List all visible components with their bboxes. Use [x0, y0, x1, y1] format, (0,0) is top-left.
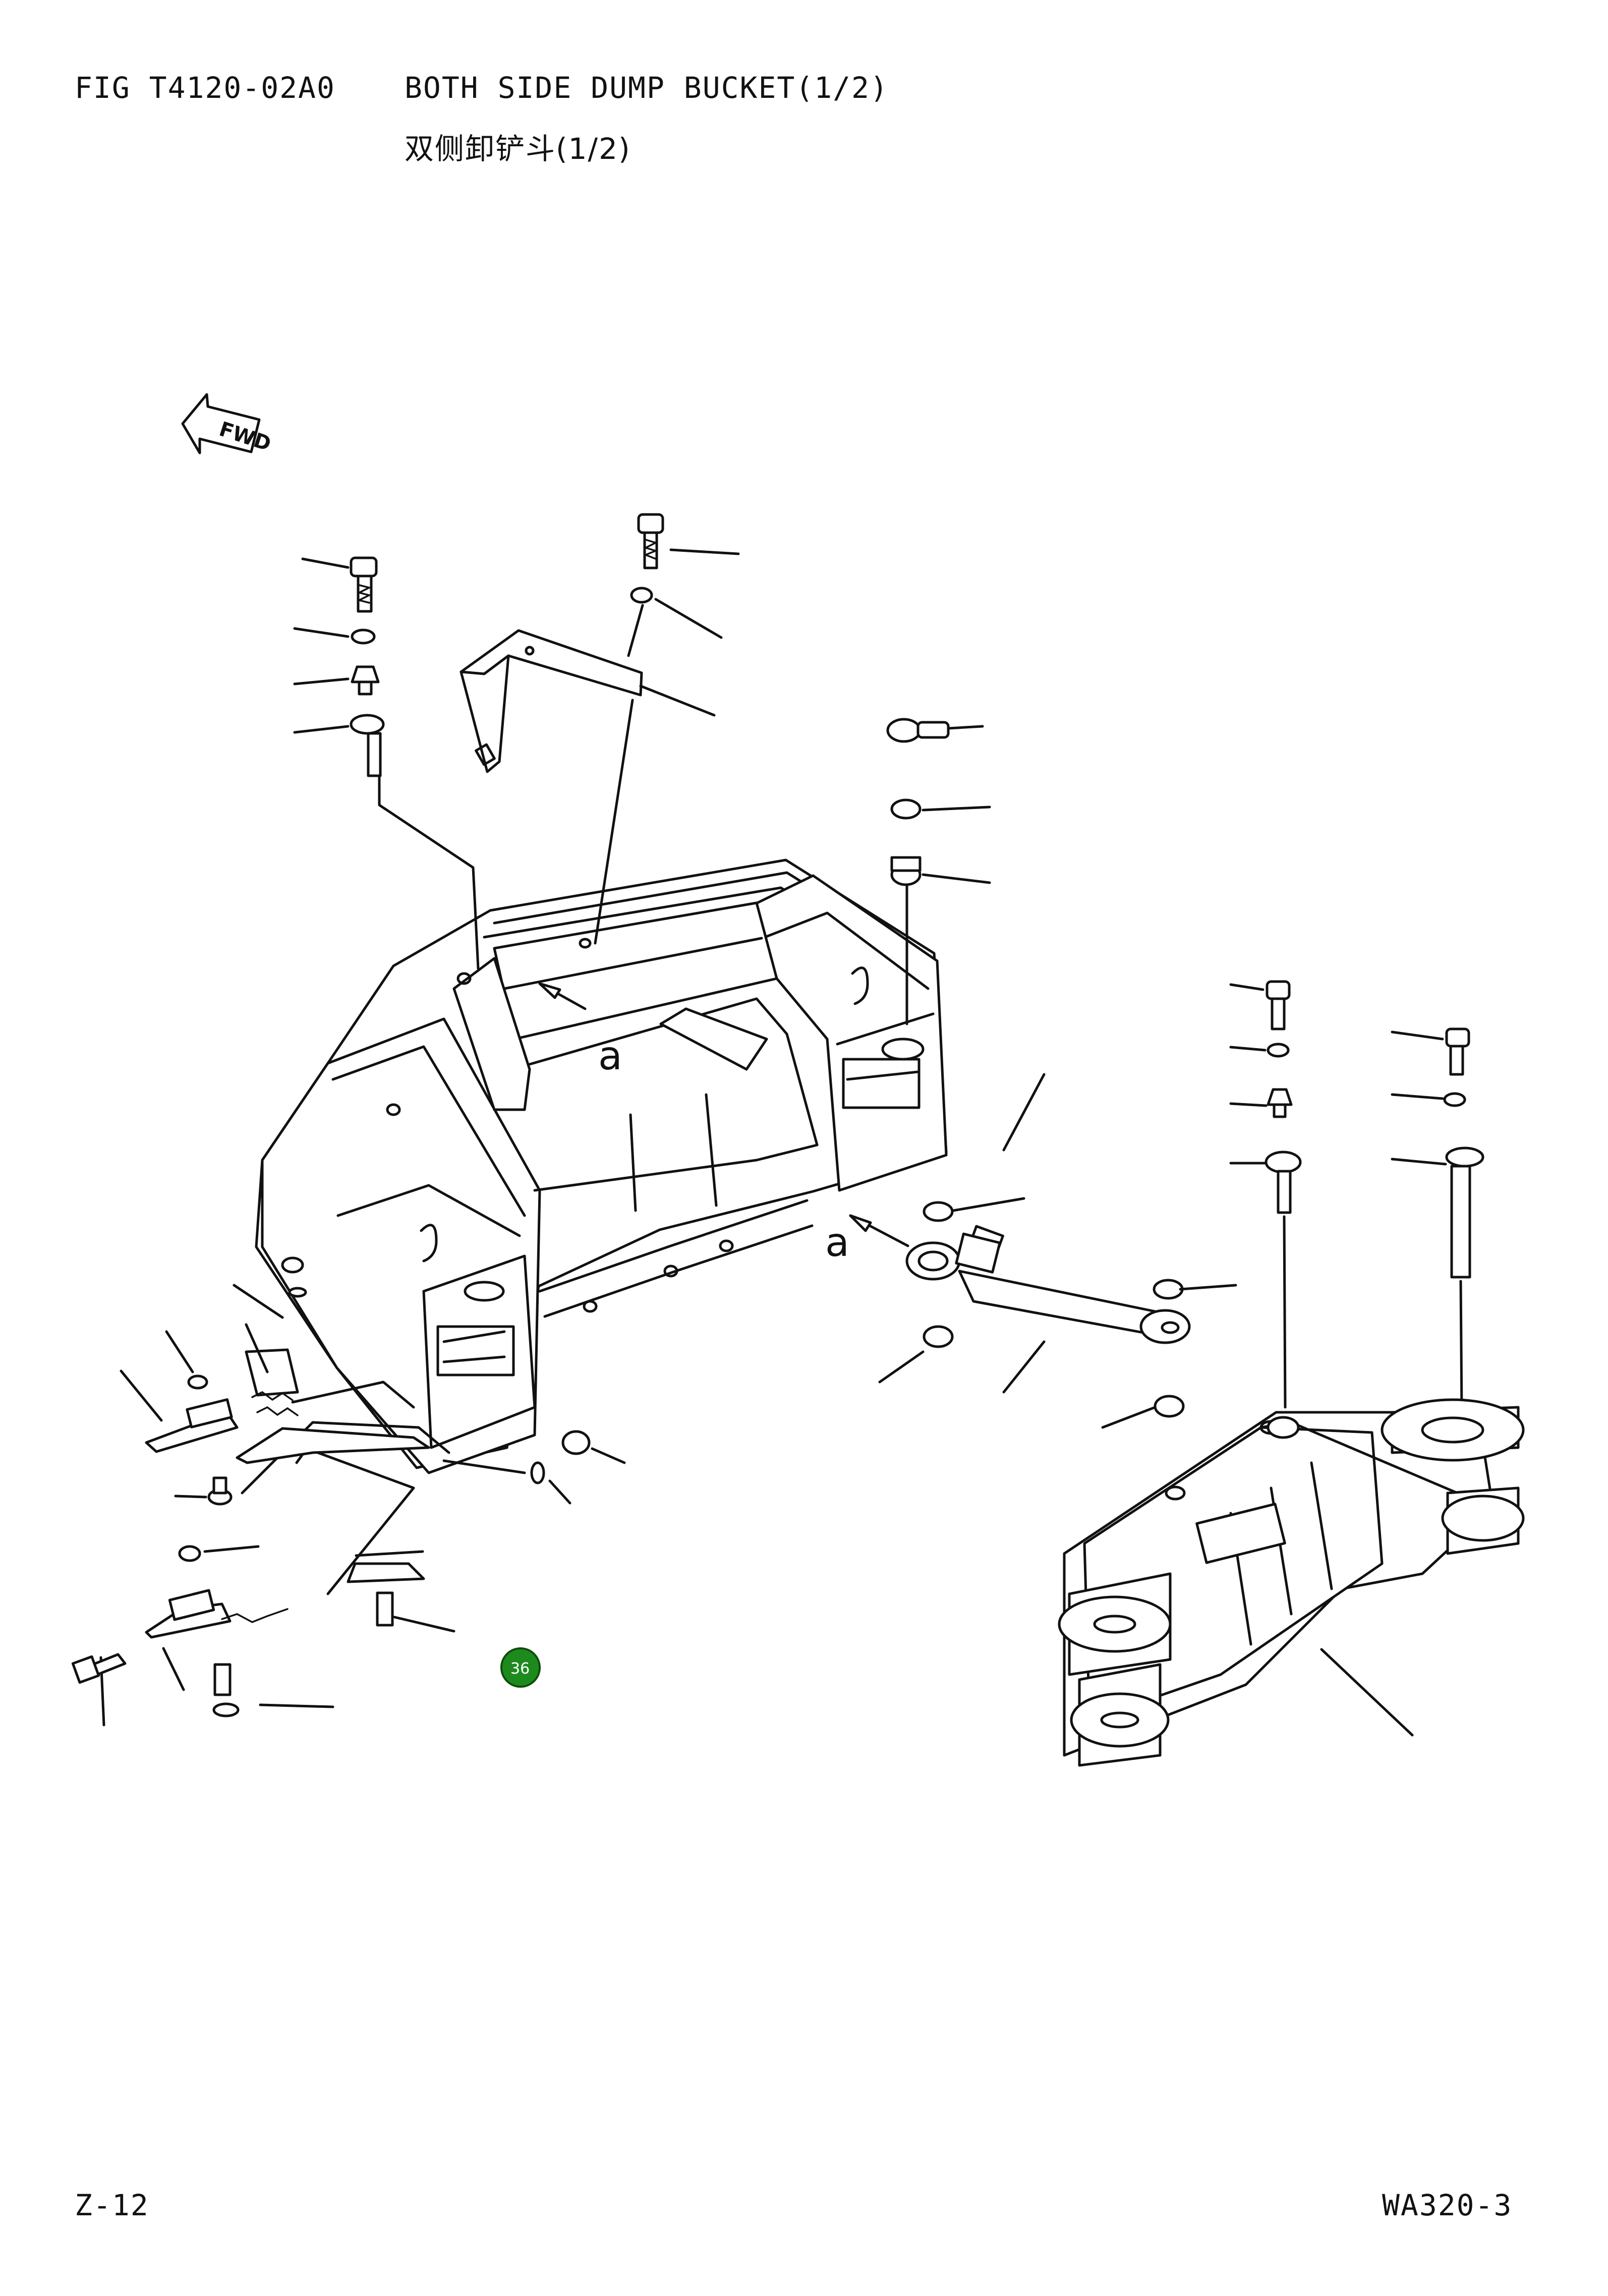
page-number: Z-12: [75, 2188, 149, 2222]
reference-marker[interactable]: 36: [500, 1647, 541, 1688]
section-arrows: a a: [538, 982, 909, 1266]
cutting-edge-parts: [71, 1256, 626, 1727]
section-label-lower: a: [825, 1220, 849, 1266]
figure-code: FIG T4120-02A0: [75, 71, 335, 105]
center-fastener-stack: [594, 513, 740, 945]
left-fastener-stack: [293, 556, 480, 970]
axle-pivot-assembly: [1058, 1398, 1525, 1767]
figure-title-english: BOTH SIDE DUMP BUCKET(1/2): [405, 71, 889, 105]
far-right-fasteners: [1229, 980, 1484, 1414]
section-label-upper: a: [598, 1034, 622, 1079]
bucket-frame: [241, 858, 948, 1495]
reference-marker-label: 36: [510, 1660, 530, 1678]
model-code: WA320-3: [1382, 2188, 1513, 2222]
link-rod: [878, 1197, 1237, 1429]
figure-title-chinese: 双侧卸铲斗(1/2): [405, 132, 631, 166]
forward-direction-arrow: FWD: [181, 393, 274, 456]
top-shield-plate: [460, 629, 643, 773]
